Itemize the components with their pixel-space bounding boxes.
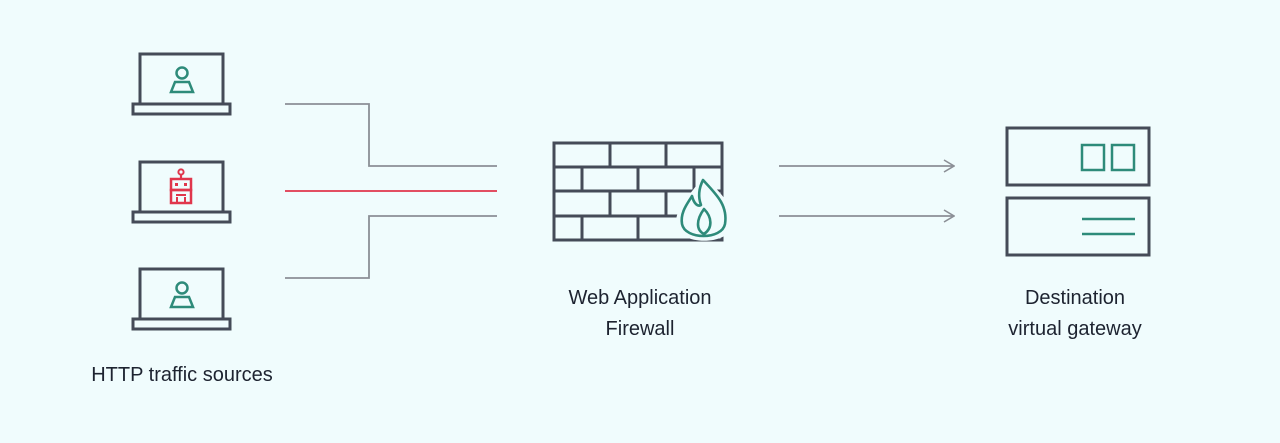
robot-icon <box>169 168 193 205</box>
connector-top <box>285 103 497 167</box>
user-icon <box>169 66 195 94</box>
sources-label-text: HTTP traffic sources <box>91 364 273 386</box>
laptop-user-bottom <box>131 267 232 331</box>
destination-label-line2: virtual gateway <box>1008 318 1142 340</box>
waf-label: Web Application Firewall <box>520 283 760 345</box>
user-icon <box>169 281 195 309</box>
destination-label: Destination virtual gateway <box>955 283 1195 345</box>
destination-label-line1: Destination <box>1024 287 1126 309</box>
waf-label-line1: Web Application <box>568 287 712 309</box>
laptop-user-top <box>131 52 232 116</box>
sources-label: HTTP traffic sources <box>62 360 302 391</box>
connector-bottom <box>285 215 497 279</box>
waf-label-line2: Firewall <box>605 318 675 340</box>
laptop-robot-middle <box>131 160 232 224</box>
server-stack-icon <box>1005 126 1151 257</box>
flame-icon <box>680 178 727 238</box>
